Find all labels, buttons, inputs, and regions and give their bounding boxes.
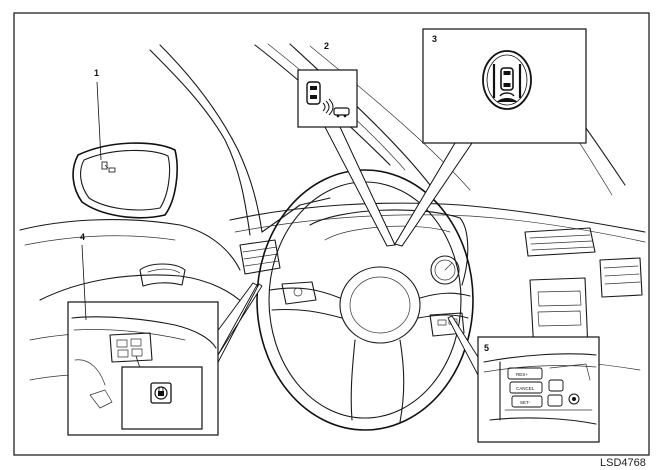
callout-4-leader [81, 244, 87, 321]
lock-switch-icon [150, 382, 172, 404]
callout-2-label: 2 [324, 41, 329, 51]
cancel-button-label: CANCEL [516, 386, 535, 391]
distance-button [548, 379, 564, 392]
callout-1-label: 1 [94, 68, 99, 78]
callout-1-leader [96, 81, 102, 161]
callout-3-indicator-panel [394, 28, 587, 247]
set-button-label: SET- [520, 400, 531, 405]
cruise-button [547, 394, 563, 407]
set-button [511, 395, 543, 408]
figure-code: LSD4768 [600, 457, 646, 469]
side-mirror [72, 142, 178, 219]
cancel-button [509, 381, 543, 394]
res-button [507, 367, 543, 380]
res-button-label: RES+ [516, 372, 528, 377]
steering-wheel [256, 169, 474, 431]
lane-assist-icon [482, 50, 532, 110]
outer-frame [13, 12, 650, 456]
callout-2-pointer [324, 126, 396, 247]
callout-5-label: 5 [484, 343, 489, 353]
callout-4-door-switch-panel [67, 282, 263, 436]
callout-4-label: 4 [80, 232, 85, 242]
callout-2-indicator-panel [297, 69, 396, 247]
callout-3-pointer [394, 142, 473, 247]
callout-5-steering-switch-panel [447, 315, 600, 443]
steering-assist-switch-icon [568, 393, 580, 405]
blind-spot-indicator-icon [101, 161, 116, 173]
front-radar-car-icon [306, 81, 350, 118]
callout-3-label: 3 [432, 34, 437, 44]
